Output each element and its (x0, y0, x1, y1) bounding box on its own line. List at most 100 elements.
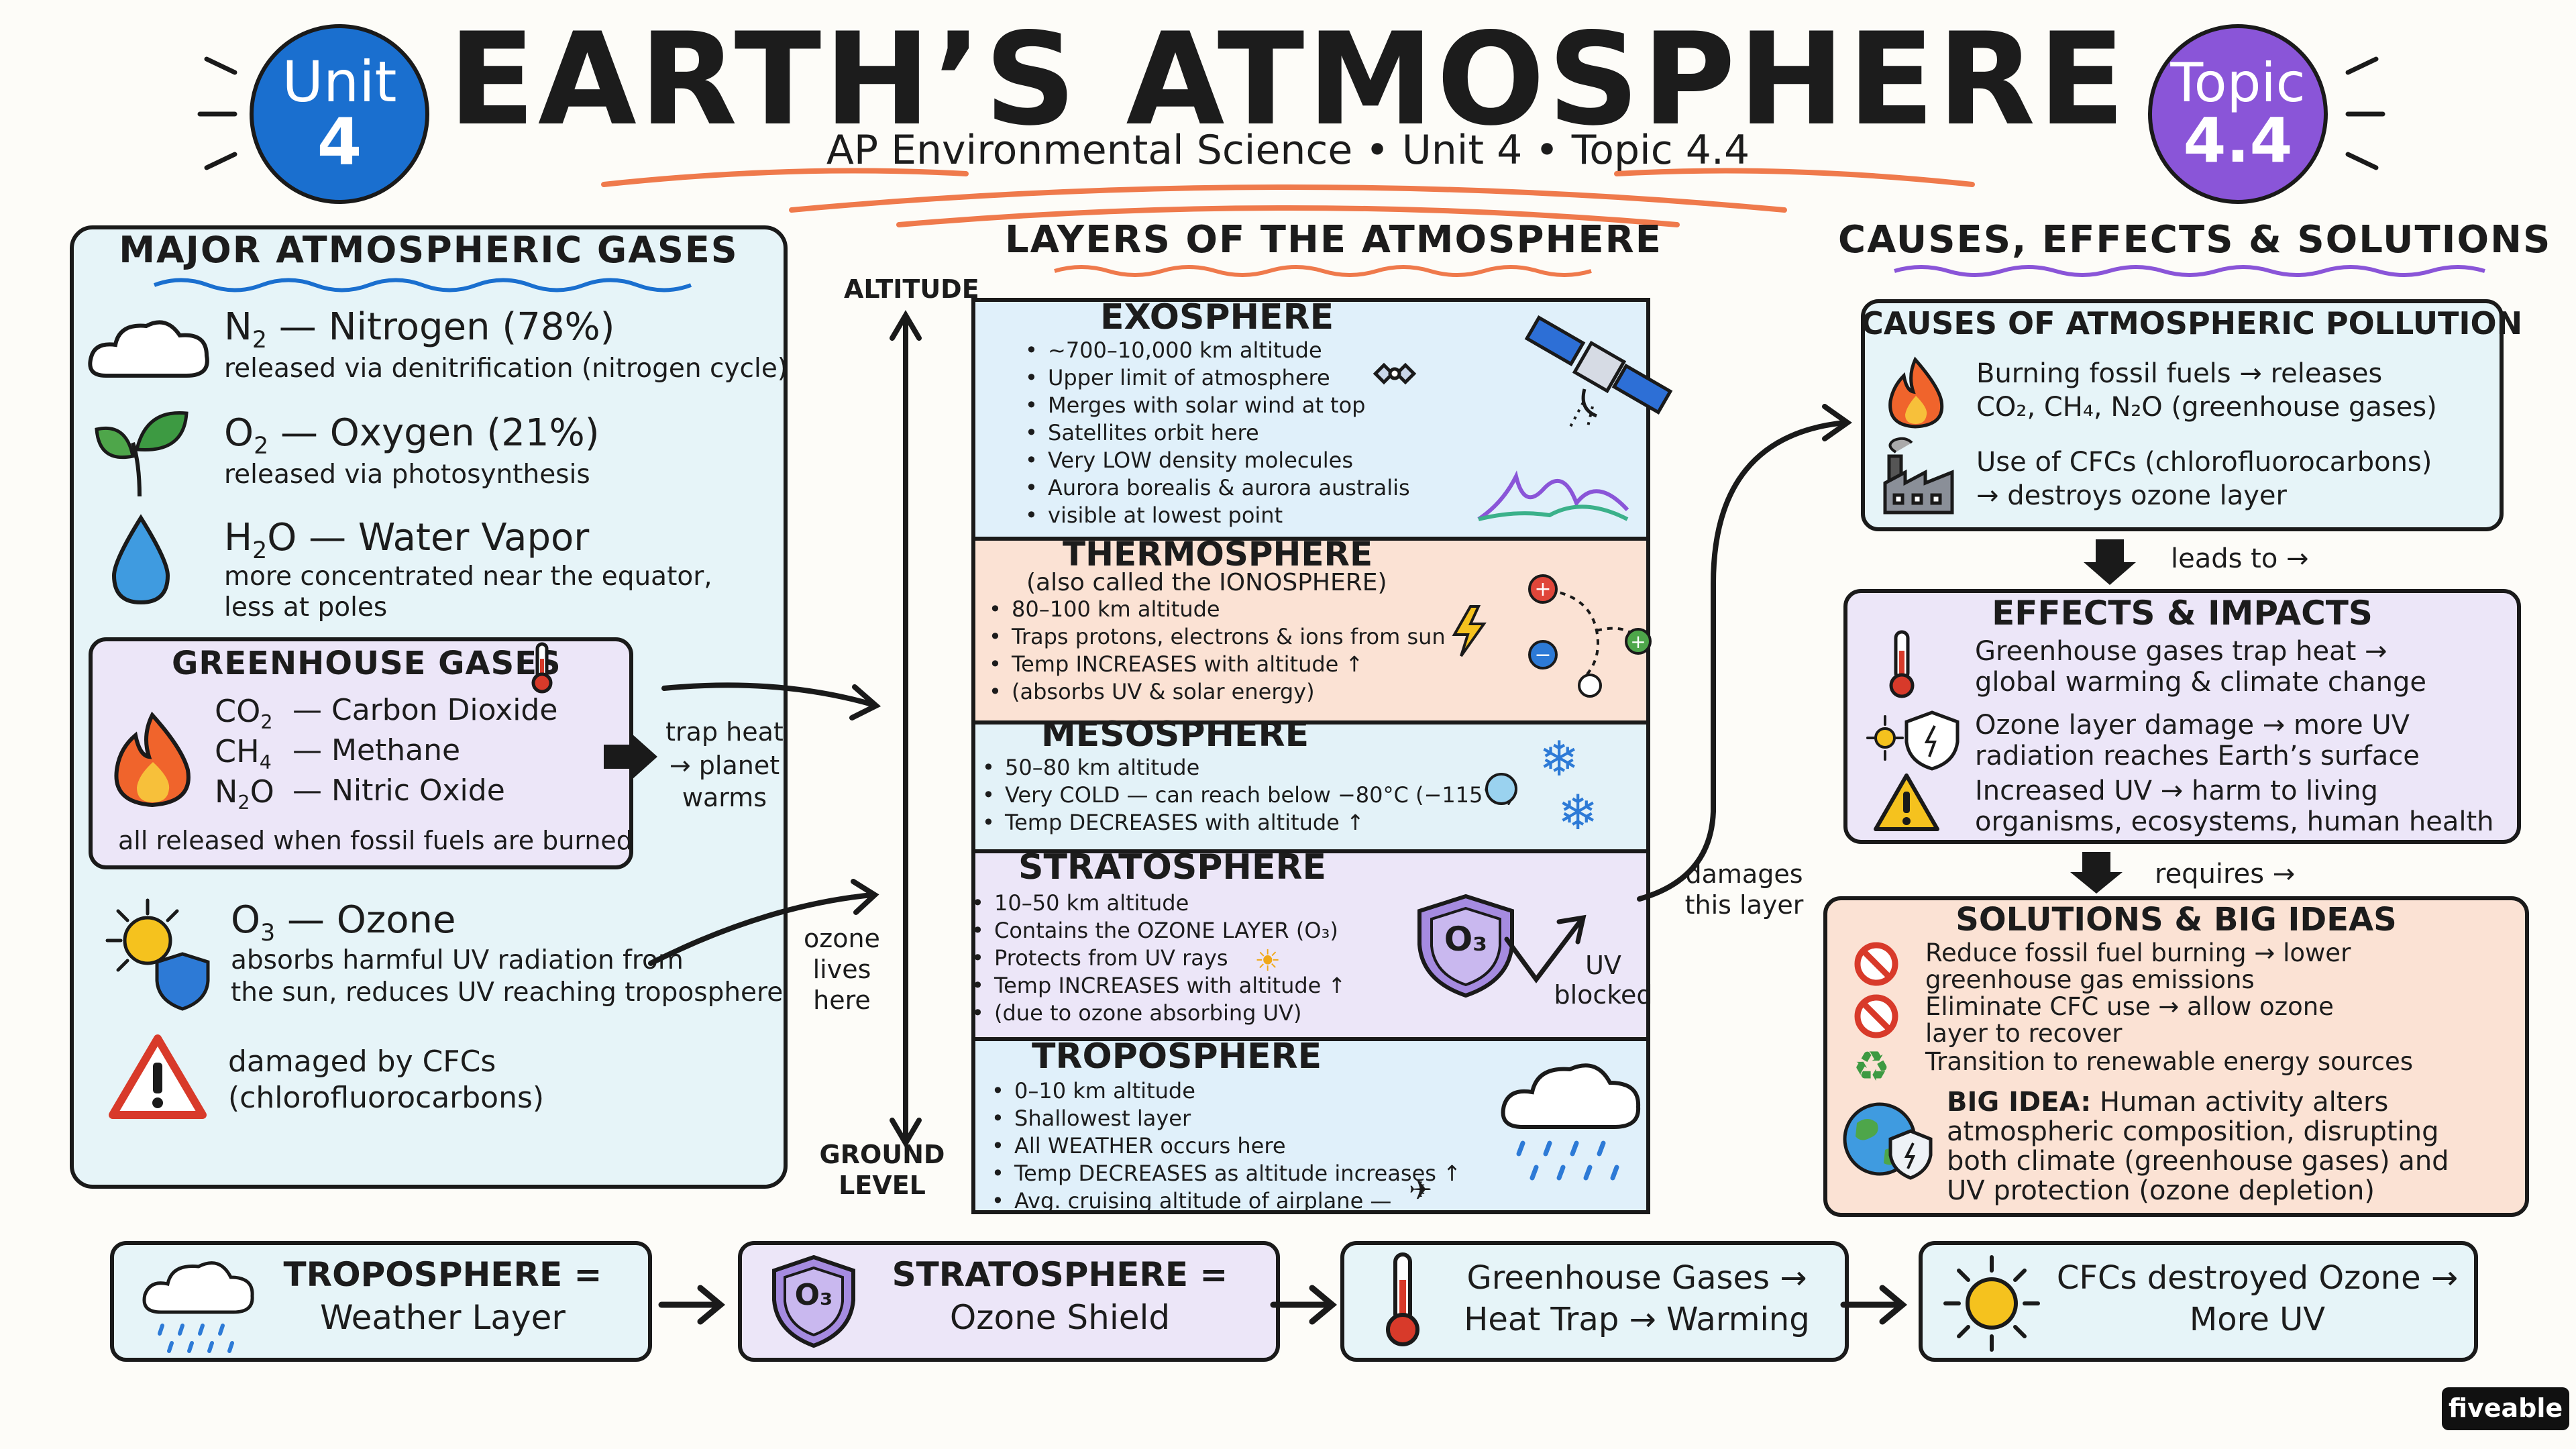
troposphere-bullet: Temp DECREASES as altitude increases ↑ (986, 1160, 1461, 1187)
altitude-label: ALTITUDE (844, 274, 979, 304)
co2-subscript: 2 (260, 711, 273, 734)
ions-icon: + − + (1528, 574, 1652, 698)
ch4-row: CH4 (215, 734, 272, 774)
ground-level-label-1: GROUND (819, 1140, 945, 1169)
nitrogen-title: N2 — Nitrogen (78%) (224, 305, 615, 354)
leaf-icon (95, 411, 189, 497)
troposphere-title: TROPOSPHERE (1032, 1036, 1322, 1077)
uv-blocked-label-1: UV (1585, 951, 1621, 980)
co2-symbol: CO (215, 693, 261, 729)
trap-heat-label-2: → planet (669, 751, 780, 780)
troposphere-bullet: Shallowest layer (986, 1105, 1461, 1132)
thermometer-icon (1386, 1252, 1419, 1346)
stratosphere-bullet: Contains the OZONE LAYER (O₃) (966, 917, 1346, 945)
solution-1-line-2: greenhouse gas emissions (1925, 965, 2255, 994)
co2-name: — Carbon Dioxide (292, 693, 558, 727)
exosphere-bullet: Very LOW density molecules (1020, 447, 1410, 474)
ground-level-label-2: LEVEL (839, 1171, 926, 1200)
cause-2-line-1: Use of CFCs (chlorofluorocarbons) (1976, 447, 2432, 478)
water-symbol: H (224, 516, 253, 559)
requires-label: requires → (2155, 859, 2296, 890)
mesosphere-bullets: 50–80 km altitude Very COLD — can reach … (977, 754, 1514, 837)
nitrogen-desc: released via denitrification (nitrogen c… (224, 354, 788, 384)
big-idea-line-1: BIG IDEA: Human activity alters (1947, 1087, 2388, 1118)
topic-badge-number: 4.4 (2183, 105, 2293, 176)
ozone-symbol: O (231, 898, 261, 942)
sun-shield-icon (105, 898, 210, 1011)
water-desc-2: less at poles (224, 592, 388, 623)
solutions-box (1823, 896, 2529, 1217)
cause-2-line-2: → destroys ozone layer (1976, 480, 2287, 511)
gases-heading-underline (153, 278, 692, 292)
thermometer-icon (531, 642, 553, 694)
recycle-icon: ♻ (1853, 1042, 1890, 1091)
exosphere-bullet: visible at lowest point (1020, 502, 1410, 529)
nitrogen-name: — Nitrogen (78%) (266, 305, 615, 349)
thermosphere-title: THERMOSPHERE (1063, 535, 1373, 574)
effects-box (1843, 589, 2521, 844)
exosphere-bullet: Upper limit of atmosphere (1020, 364, 1410, 392)
nitrogen-symbol: N (224, 305, 252, 349)
effect-1-line-1: Greenhouse gases trap heat → (1975, 636, 2387, 667)
svg-text:−: − (1534, 643, 1551, 667)
exosphere-title: EXOSPHERE (1100, 297, 1334, 337)
ozone-lives-label-2: lives (812, 955, 871, 984)
exosphere-bullet: Satellites orbit here (1020, 419, 1410, 447)
rain-cloud-icon (142, 1261, 254, 1353)
topic-badge: Topic 4.4 (2148, 24, 2328, 204)
unit-badge-number: 4 (317, 105, 362, 180)
n2o-symbol: N (215, 773, 238, 810)
n2o-subscript: 2 (237, 792, 250, 814)
summary-greenhouse-line-2: Heat Trap → Warming (1464, 1301, 1810, 1338)
svg-text:+: + (1630, 631, 1646, 653)
n2o-row: N2O (215, 774, 274, 814)
exosphere-bullets: ~700–10,000 km altitude Upper limit of a… (1020, 337, 1410, 529)
solution-2-line-1: Eliminate CFC use → allow ozone (1925, 992, 2334, 1021)
summary-troposphere-line-2: Weather Layer (320, 1298, 566, 1337)
troposphere-bullet: 0–10 km altitude (986, 1077, 1461, 1105)
summary-stratosphere-line-1: STRATOSPHERE = (892, 1255, 1228, 1294)
solution-2-line-2: layer to recover (1925, 1019, 2123, 1048)
summary-arrow (658, 1285, 726, 1325)
cfc-damage-1: damaged by CFCs (228, 1044, 496, 1079)
leads-to-label: leads to → (2171, 543, 2309, 574)
nitrogen-subscript: 2 (252, 327, 267, 354)
thermosphere-bullet: Temp INCREASES with altitude ↑ (983, 651, 1446, 678)
stratosphere-bullet: Temp INCREASES with altitude ↑ (966, 972, 1346, 1000)
solutions-heading: SOLUTIONS & BIG IDEAS (1955, 901, 2397, 938)
uv-blocked-label-2: blocked (1554, 980, 1653, 1010)
exosphere-bullet: Aurora borealis & aurora australis (1020, 474, 1410, 502)
damages-layer-label-1: damages (1685, 859, 1803, 889)
unit-badge: Unit 4 (250, 24, 429, 204)
ch4-name: — Methane (292, 733, 461, 767)
water-drop-icon (111, 514, 170, 605)
unit-badge-burst-icon (197, 56, 237, 170)
right-heading: CAUSES, EFFECTS & SOLUTIONS (1838, 218, 2552, 262)
summary-greenhouse-line-1: Greenhouse Gases → (1466, 1259, 1807, 1297)
fire-icon (1888, 356, 1944, 429)
ozone-desc-2: the sun, reduces UV reaching troposphere (231, 977, 784, 1008)
troposphere-bullet: Avg. cruising altitude of airplane — (986, 1187, 1461, 1215)
ozone-shield-label: O₃ (1444, 920, 1488, 959)
thermosphere-bullet: Traps protons, electrons & ions from sun (983, 623, 1446, 651)
svg-text:+: + (1534, 578, 1551, 601)
thermosphere-subtitle: (also called the IONOSPHERE) (1026, 569, 1387, 596)
gases-heading: MAJOR ATMOSPHERIC GASES (119, 229, 739, 271)
water-title: H2O — Water Vapor (224, 516, 589, 565)
cause-1-line-2: CO₂, CH₄, N₂O (greenhouse gases) (1976, 392, 2437, 423)
ch4-subscript: 4 (259, 751, 272, 774)
big-idea-line-2: atmospheric composition, disrupting (1947, 1116, 2439, 1147)
exosphere-bullet: Merges with solar wind at top (1020, 392, 1410, 419)
summary-arrow (1270, 1285, 1338, 1325)
solution-1-line-1: Reduce fossil fuel burning → lower (1925, 938, 2351, 967)
rain-cloud-icon (1501, 1063, 1641, 1181)
mesosphere-title: MESOSPHERE (1041, 714, 1309, 755)
ch4-symbol: CH (215, 733, 260, 769)
topic-badge-burst-icon (2345, 56, 2385, 170)
cloud-icon (88, 320, 209, 378)
n2o-symbol-o: O (250, 773, 274, 810)
mesosphere-bullet: 50–80 km altitude (977, 754, 1514, 782)
title-underline-swoosh (601, 168, 1975, 227)
exosphere-bullet: ~700–10,000 km altitude (1020, 337, 1410, 364)
earth-shield-icon (1843, 1102, 1933, 1180)
